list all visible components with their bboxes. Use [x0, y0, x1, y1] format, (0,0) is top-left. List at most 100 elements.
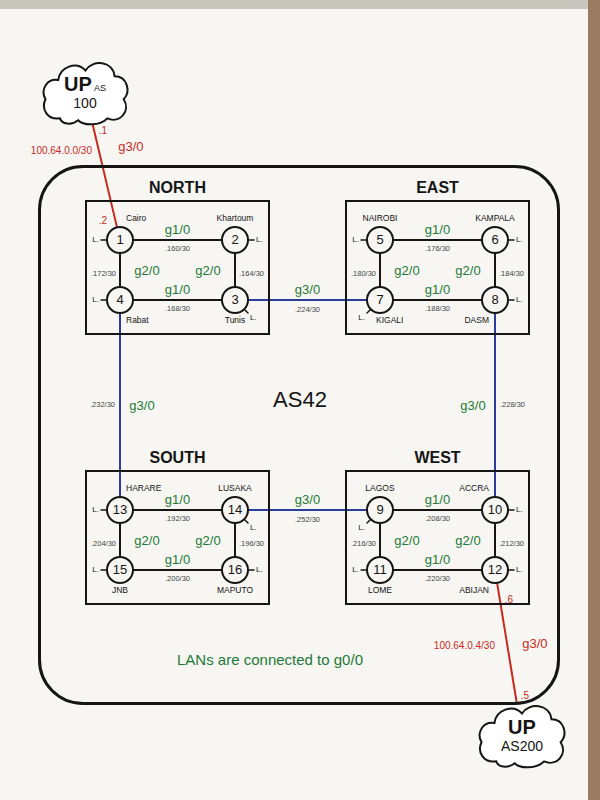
- router-name: JNB: [112, 586, 128, 596]
- interface-label: g1/0: [423, 223, 452, 236]
- note-text: LANs are connected to g0/0: [177, 652, 363, 669]
- as-label: AS42: [273, 387, 327, 412]
- router-name: LOME: [368, 586, 392, 596]
- subnet-label: .192/30: [165, 515, 190, 523]
- interface-label: g2/0: [392, 264, 421, 277]
- subnet-label: .232/30: [90, 401, 115, 409]
- link-line: [249, 299, 366, 301]
- router-name: Khartoum: [217, 214, 254, 224]
- interface-label: g1/0: [423, 493, 452, 506]
- provider-label: UP: [64, 73, 92, 95]
- loopback-tick: [249, 569, 254, 571]
- link-line: [494, 314, 496, 496]
- router-circle: 14LUSAKA: [221, 496, 249, 524]
- subnet-label: .208/30: [425, 515, 450, 523]
- region-box: WEST9LAGOS10ACCRA11LOME12ABIJAN: [345, 470, 530, 605]
- interface-label: g1/0: [163, 283, 192, 296]
- interface-label: g3/0: [116, 139, 145, 152]
- peering-address: .6: [505, 594, 513, 605]
- peering-address: 100.64.0.0/30: [31, 145, 92, 156]
- peering-address: 100.64.0.4/30: [434, 640, 495, 651]
- link-line: [93, 126, 117, 227]
- router-name: LAGOS: [365, 484, 394, 494]
- subnet-label: .220/30: [425, 575, 450, 583]
- carpet-edge: [588, 0, 600, 800]
- loopback-tick: [509, 239, 514, 241]
- link-line: [249, 509, 366, 511]
- loopback-label: L.: [250, 524, 257, 533]
- loopback-tick: [509, 509, 514, 511]
- subnet-label: .228/30: [500, 401, 525, 409]
- router-number: 8: [491, 293, 498, 308]
- interface-label: g1/0: [163, 223, 192, 236]
- provider-cloud: UPAS100: [40, 59, 131, 126]
- router-circle: 7KIGALI: [366, 286, 394, 314]
- loopback-tick: [367, 520, 370, 523]
- interface-label: g2/0: [453, 264, 482, 277]
- loopback-label: L.: [516, 296, 523, 305]
- link-line: [394, 299, 481, 301]
- link-line: [234, 524, 236, 556]
- link-line: [119, 524, 121, 556]
- subnet-label: .204/30: [91, 540, 116, 548]
- loopback-label: L.: [358, 314, 365, 323]
- router-circle: 11LOME: [366, 556, 394, 584]
- router-circle: 1Cairo: [106, 226, 134, 254]
- loopback-tick: [509, 569, 514, 571]
- link-line: [134, 509, 221, 511]
- router-name: HARARE: [126, 484, 161, 494]
- loopback-tick: [249, 239, 254, 241]
- subnet-label: .168/30: [165, 305, 190, 313]
- cloud-outline: [480, 706, 565, 767]
- router-name: MAPUTO: [217, 586, 253, 596]
- subnet-label: .180/30: [351, 270, 376, 278]
- link-line: [119, 254, 121, 286]
- link-line: [494, 254, 496, 286]
- loopback-label: L.: [256, 236, 263, 245]
- router-name: KAMPALA: [475, 214, 515, 224]
- link-line: [379, 254, 381, 286]
- paper-roll: [0, 0, 600, 9]
- subnet-label: .200/30: [165, 575, 190, 583]
- subnet-label: .252/30: [295, 516, 320, 524]
- interface-label: g2/0: [132, 534, 161, 547]
- provider-label: AS: [94, 84, 106, 94]
- interface-label: g3/0: [458, 399, 487, 412]
- router-number: 9: [376, 503, 383, 518]
- subnet-label: .160/30: [165, 245, 190, 253]
- cloud-outline: [43, 63, 127, 124]
- router-circle: 8DASM: [481, 286, 509, 314]
- interface-label: g2/0: [193, 264, 222, 277]
- interface-label: g2/0: [193, 534, 222, 547]
- provider-label: AS200: [501, 738, 543, 754]
- interface-label: g3/0: [520, 636, 549, 649]
- router-circle: 15JNB: [106, 556, 134, 584]
- region-box: NORTH1Cairo2Khartoum4Rabat3Tunis: [85, 200, 270, 335]
- router-number: 2: [231, 233, 238, 248]
- loopback-label: L.: [358, 524, 365, 533]
- link-line: [134, 239, 221, 241]
- router-circle: 16MAPUTO: [221, 556, 249, 584]
- region-title: EAST: [416, 179, 459, 197]
- router-number: 6: [491, 233, 498, 248]
- link-line: [134, 299, 221, 301]
- router-circle: 13HARARE: [106, 496, 134, 524]
- link-line: [394, 509, 481, 511]
- region-title: WEST: [414, 449, 460, 467]
- loopback-tick: [245, 520, 248, 523]
- provider-label: 100: [73, 95, 96, 111]
- link-line: [379, 524, 381, 556]
- subnet-label: .184/30: [499, 270, 524, 278]
- loopback-tick: [509, 299, 514, 301]
- subnet-label: .216/30: [351, 540, 376, 548]
- loopback-tick: [367, 310, 370, 313]
- router-name: Cairo: [126, 214, 146, 224]
- link-line: [394, 569, 481, 571]
- link-line: [497, 584, 516, 702]
- loopback-label: L.: [352, 236, 359, 245]
- loopback-label: L.: [352, 566, 359, 575]
- loopback-label: L.: [516, 506, 523, 515]
- router-name: NAIROBI: [363, 214, 398, 224]
- loopback-label: L.: [516, 236, 523, 245]
